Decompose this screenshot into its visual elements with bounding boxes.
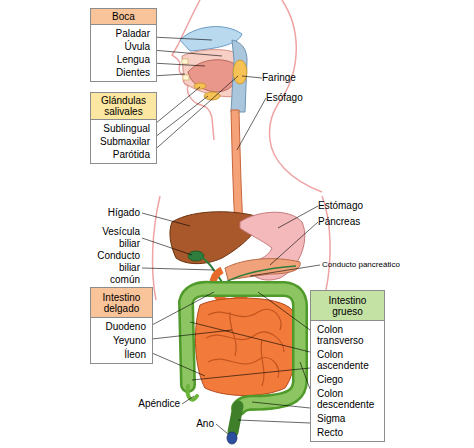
leader-line <box>142 238 192 255</box>
leader-lines <box>142 37 320 434</box>
leader-line <box>152 353 205 376</box>
part-name: Submaxilar <box>97 136 150 147</box>
leader-line <box>270 222 318 265</box>
leader-line <box>252 402 310 408</box>
leader-line <box>216 424 228 434</box>
part-name: Recto <box>317 427 378 438</box>
anus <box>227 432 237 444</box>
label-box: Intestino delgadoDuodenoYeyunoÍleon <box>90 287 153 364</box>
part-list: PaladarÚvulaLenguaDientes <box>90 25 157 82</box>
label-box: Intestino gruesoColon transversoColon as… <box>310 290 385 442</box>
leader-line <box>150 76 238 154</box>
leader-line <box>250 265 320 276</box>
part-list: Colon transversoColon ascendenteCiegoCol… <box>310 321 385 442</box>
leader-line <box>152 50 222 56</box>
part-name: Colon ascendente <box>317 349 378 371</box>
organ-label: Hígado <box>90 207 140 219</box>
appendix <box>188 386 197 400</box>
label-box: Glándulas salivalesSublingualSubmaxilarP… <box>90 92 157 164</box>
group-heading: Glándulas salivales <box>90 92 157 120</box>
part-name: Ciego <box>317 374 378 385</box>
small-intestine <box>195 298 296 395</box>
leader-line <box>182 396 194 404</box>
leader-line <box>258 292 310 330</box>
part-list: DuodenoYeyunoÍleon <box>90 318 153 364</box>
organ-label: Conducto pancreático <box>322 260 422 270</box>
part-name: Colon transverso <box>317 324 378 346</box>
sublingual-gland <box>194 83 206 89</box>
leader-line <box>152 292 214 325</box>
part-name: Colon descendente <box>317 388 378 410</box>
colon-haustra <box>186 289 300 408</box>
leader-line <box>242 76 262 78</box>
organ-label: Vesícula biliar <box>90 226 140 250</box>
leader-line <box>192 368 310 380</box>
torso-outline <box>153 196 160 300</box>
part-name: Paladar <box>97 28 150 39</box>
part-name: Yeyuno <box>97 335 146 346</box>
organ-label: Apéndice <box>120 398 180 410</box>
part-name: Sublingual <box>97 123 150 134</box>
group-heading: Intestino grueso <box>310 290 385 321</box>
leader-line <box>300 362 310 389</box>
label-box: BocaPaladarÚvulaLenguaDientes <box>90 8 157 82</box>
group-heading: Intestino delgado <box>90 287 153 318</box>
part-name: Lengua <box>97 54 150 65</box>
rectum <box>233 406 238 432</box>
leader-line <box>152 330 232 339</box>
part-name: Parótida <box>97 149 150 160</box>
group-heading: Boca <box>90 8 157 25</box>
tongue <box>188 60 238 92</box>
teeth <box>182 59 188 64</box>
organ-label: Esófago <box>266 92 316 104</box>
part-name: Dientes <box>97 67 150 78</box>
part-name: Duodeno <box>97 321 146 332</box>
teeth <box>183 75 189 80</box>
leader-line <box>150 96 208 141</box>
leader-line <box>152 37 212 40</box>
large-intestine <box>186 289 300 408</box>
leader-line <box>142 268 214 270</box>
leader-line <box>142 213 190 226</box>
organ-label: Conducto biliar común <box>90 250 140 286</box>
organ-label: Faringe <box>262 72 312 84</box>
leader-line <box>238 420 310 423</box>
part-name: Íleon <box>97 349 146 360</box>
leader-line <box>152 63 205 66</box>
leader-line <box>237 98 266 150</box>
leader-line <box>278 206 318 228</box>
part-list: SublingualSubmaxilarParótida <box>90 120 157 164</box>
leader-line <box>190 322 310 352</box>
part-name: Úvula <box>97 41 150 52</box>
organ-label: Ano <box>180 418 214 430</box>
part-name: Sigma <box>317 413 378 424</box>
organ-label: Estómago <box>318 200 378 212</box>
parotid-gland <box>233 60 247 84</box>
esophagus <box>231 110 243 228</box>
organ-label: Páncreas <box>318 216 378 228</box>
